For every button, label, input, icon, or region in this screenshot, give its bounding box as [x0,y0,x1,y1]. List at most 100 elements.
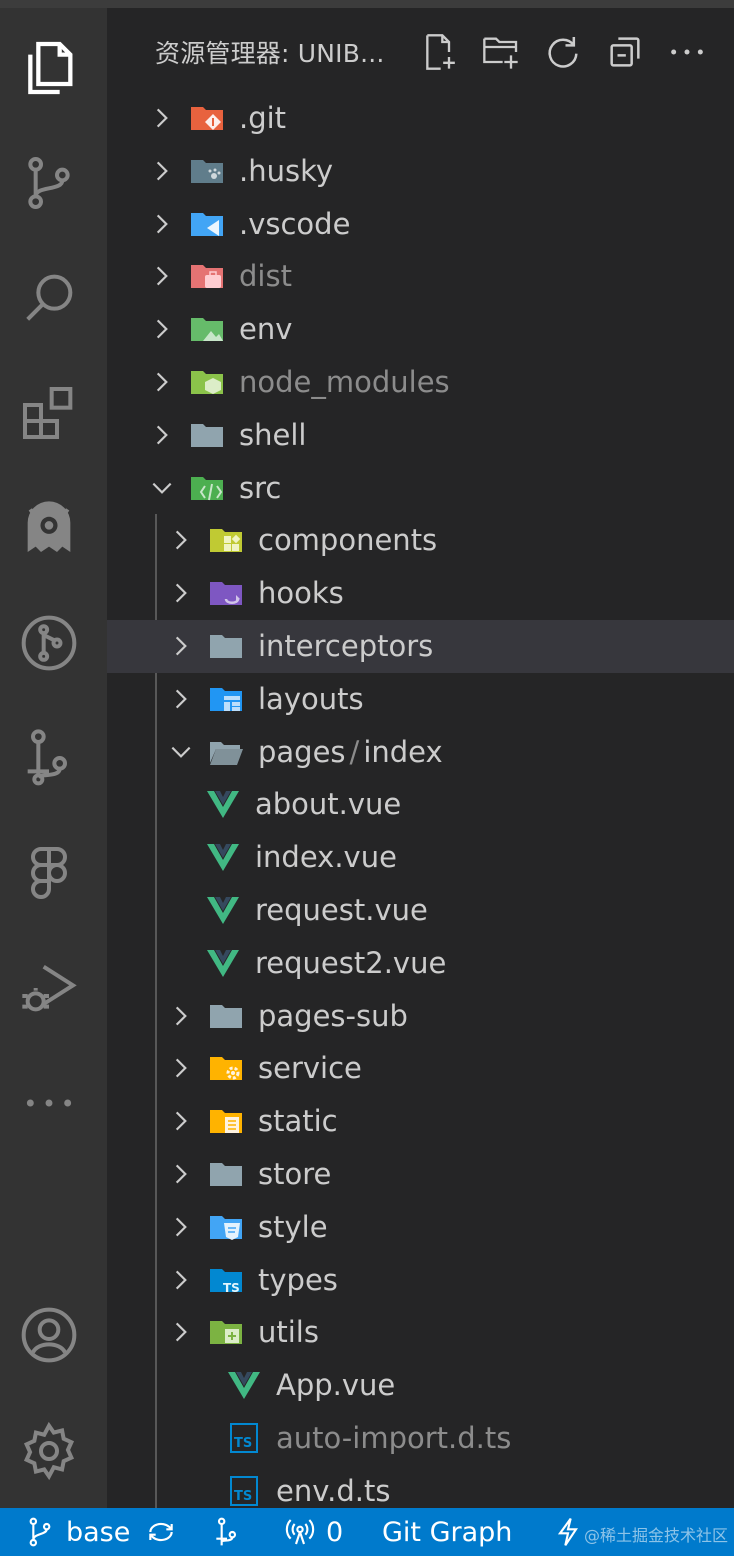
folder-row-dist[interactable]: dist [107,250,734,303]
chevron-right-icon[interactable] [168,633,194,659]
lightning-status[interactable] [552,1514,584,1550]
tree-item-label: App.vue [276,1368,396,1403]
explorer-title: 资源管理器: UNIB... [155,39,385,68]
folder-row-env[interactable]: env [107,303,734,356]
ghost-extension-icon[interactable] [14,493,84,563]
git-timeline-status[interactable] [211,1514,243,1550]
accounts-icon[interactable] [14,1300,84,1370]
run-debug-icon[interactable] [14,953,84,1023]
tree-item-label: types [258,1262,338,1297]
chevron-right-icon[interactable] [168,1267,194,1293]
extensions-icon[interactable] [14,378,84,448]
tree-item-label: node_modules [239,365,450,399]
tree-item-label: hooks [258,576,344,611]
folder-row-pages-sub[interactable]: pages-sub [107,990,734,1043]
tree-item-label: pages-sub [258,998,408,1033]
chevron-right-icon[interactable] [168,1003,194,1029]
folder-row-shell[interactable]: shell [107,409,734,462]
chevron-right-icon[interactable] [168,1214,194,1240]
git-graph-button[interactable]: Git Graph [382,1514,512,1550]
chevron-right-icon[interactable] [168,1161,194,1187]
chevron-down-icon[interactable] [168,739,194,765]
file-row-index-vue[interactable]: index.vue [107,831,734,884]
sync-button[interactable] [145,1514,177,1550]
chevron-right-icon[interactable] [149,422,175,448]
file-row-about-vue[interactable]: about.vue [107,778,734,831]
new-file-icon [426,34,455,70]
tree-item-label: auto-import.d.ts [276,1421,512,1455]
ports-status[interactable]: 0 [284,1514,343,1550]
folder-row-layouts[interactable]: layouts [107,673,734,726]
collapse-all-button[interactable] [603,30,647,74]
activity-bar [0,8,107,1508]
folder-row-service[interactable]: service [107,1042,734,1095]
new-file-button[interactable] [417,30,461,74]
folder-icon [208,1158,244,1190]
folder-row-style[interactable]: style [107,1201,734,1254]
src-folder-icon [189,472,225,504]
chevron-right-icon[interactable] [149,316,175,342]
chevron-right-icon[interactable] [168,580,194,606]
compact-folder-part: pages [258,734,346,769]
folder-row-utils[interactable]: utils [107,1306,734,1359]
manage-gear-icon[interactable] [14,1416,84,1486]
ts-file-icon: TS [226,1422,262,1454]
chevron-right-icon[interactable] [168,1055,194,1081]
folder-row-static[interactable]: static [107,1095,734,1148]
refresh-button[interactable] [541,30,585,74]
figma-icon[interactable] [14,838,84,908]
svg-text:TS: TS [234,1436,252,1451]
source-control-icon[interactable] [14,148,84,218]
branch-status[interactable]: base [24,1514,130,1550]
tree-item-label: shell [239,417,307,452]
chevron-right-icon[interactable] [168,686,194,712]
folder-row-store[interactable]: store [107,1148,734,1201]
folder-row-pages-index[interactable]: pages/index [107,726,734,779]
folder-row-vscode[interactable]: .vscode [107,198,734,251]
folder-row-git[interactable]: .git [107,92,734,145]
file-row-request-vue[interactable]: request.vue [107,884,734,937]
refresh-icon [548,37,578,68]
timeline-icon [216,1517,237,1546]
folder-row-src[interactable]: src [107,462,734,515]
folder-icon [208,1000,244,1032]
folder-row-interceptors[interactable]: interceptors [107,620,734,673]
file-row-auto-import-d-ts[interactable]: TS auto-import.d.ts [107,1412,734,1465]
path-separator: / [349,734,360,769]
status-bar: base 0 Git Graph @稀土掘金技术社区 [0,1508,734,1556]
open-folder-icon [208,736,244,768]
chevron-right-icon[interactable] [149,211,175,237]
chevron-right-icon[interactable] [149,369,175,395]
tree-item-label: dist [239,259,292,294]
chevron-right-icon[interactable] [168,527,194,553]
folder-row-husky[interactable]: .husky [107,145,734,198]
folder-row-node-modules[interactable]: node_modules [107,356,734,409]
file-row-request2-vue[interactable]: request2.vue [107,937,734,990]
chevron-right-icon[interactable] [149,105,175,131]
ellipsis-icon [671,49,703,55]
more-actions-button[interactable] [665,30,709,74]
more-views-icon[interactable] [14,1068,84,1138]
git-graph-icon[interactable] [14,608,84,678]
file-row-app-vue[interactable]: App.vue [107,1359,734,1412]
git-graph-label: Git Graph [382,1516,513,1548]
folder-row-components[interactable]: components [107,514,734,567]
chevron-right-icon[interactable] [168,1108,194,1134]
chevron-down-icon[interactable] [149,475,175,501]
tree-item-label: request2.vue [255,945,447,980]
tree-item-label: .husky [239,153,334,188]
tree-item-label: request.vue [255,893,428,927]
search-icon[interactable] [14,263,84,333]
folder-row-hooks[interactable]: hooks [107,567,734,620]
chevron-right-icon[interactable] [149,158,175,184]
chevron-right-icon[interactable] [168,1319,194,1345]
vue-icon [205,894,241,926]
timeline-branches-icon[interactable] [14,723,84,793]
new-folder-button[interactable] [479,30,523,74]
explorer-files-icon[interactable] [14,33,84,103]
chevron-right-icon[interactable] [149,263,175,289]
explorer-sidebar: 资源管理器: UNIB... .git .husky .vscode dist env n… [107,8,734,1508]
tree-item-label: utils [258,1315,319,1350]
